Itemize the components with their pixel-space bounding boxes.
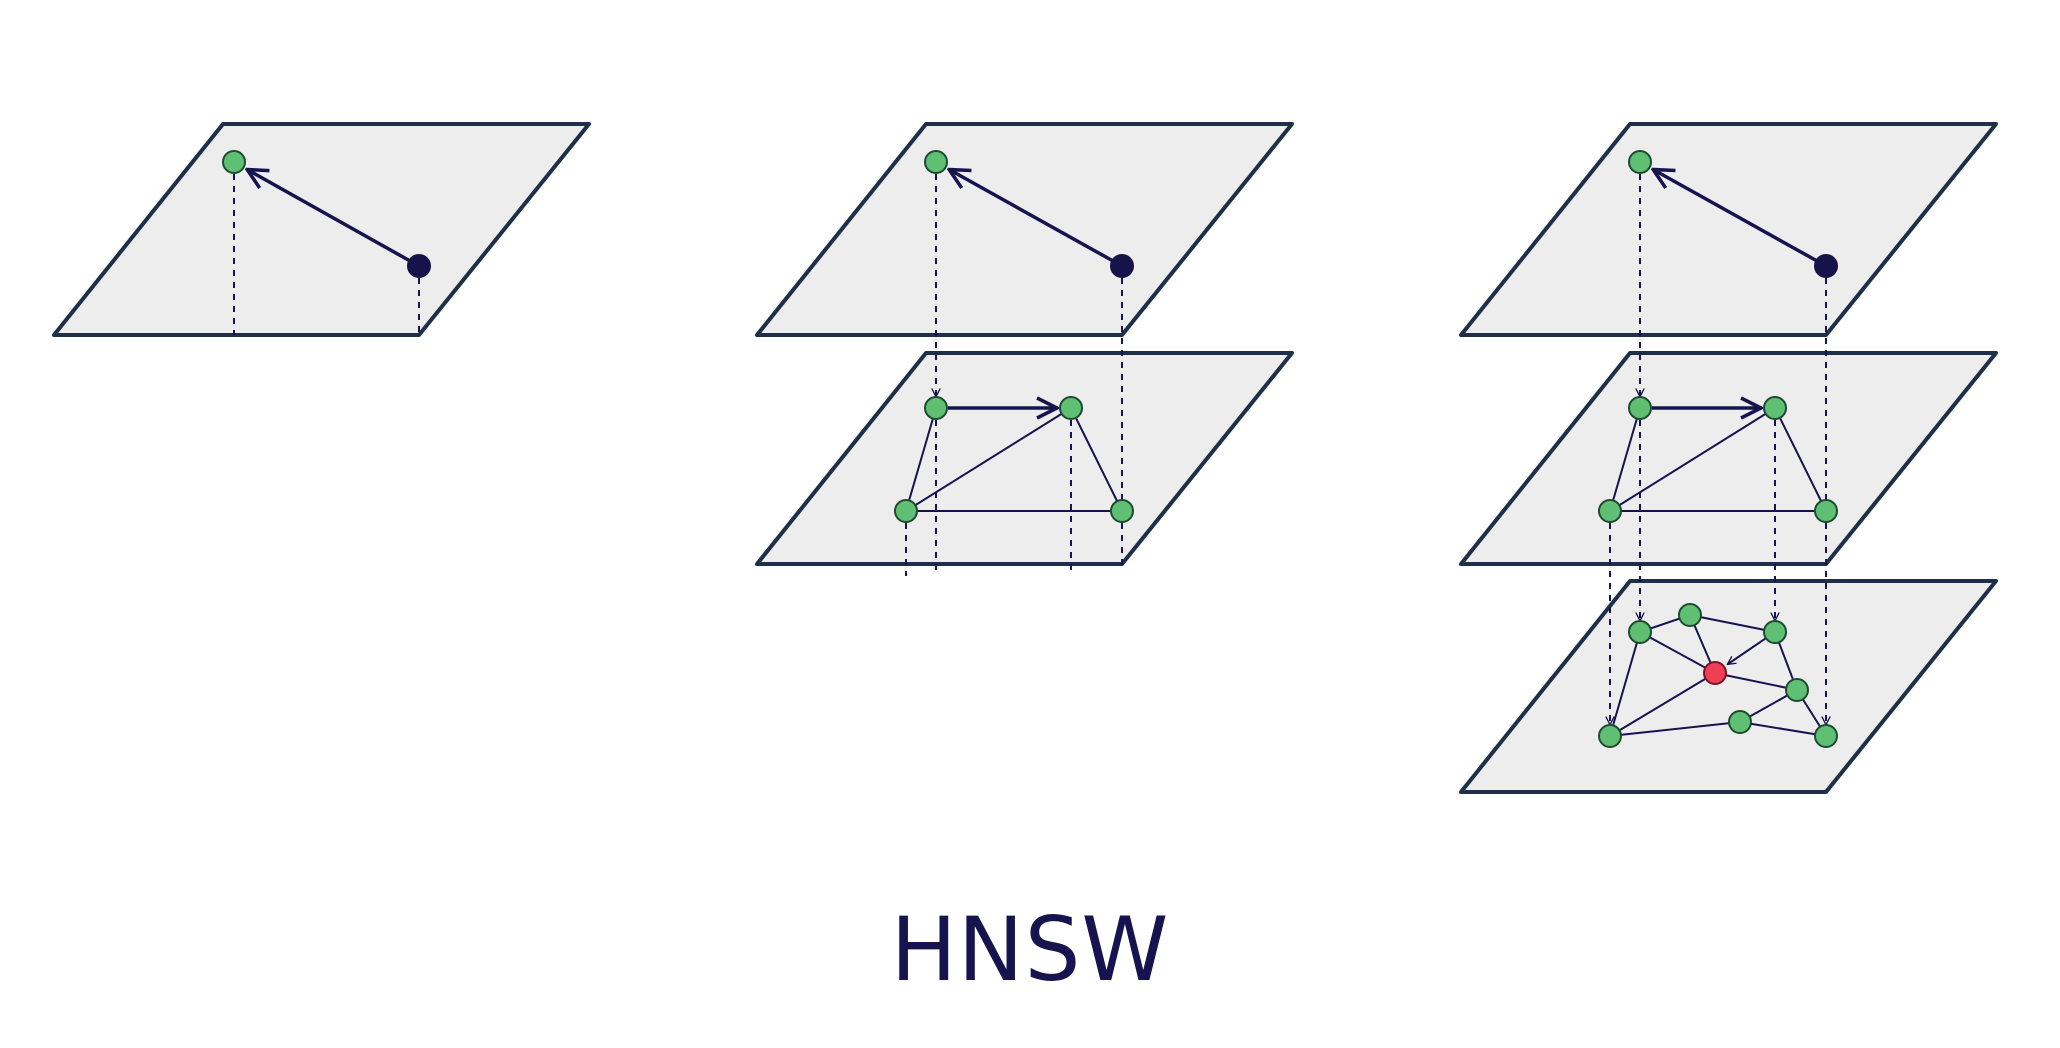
arrow-icon xyxy=(248,170,420,268)
arrow-icon xyxy=(1654,170,1827,268)
graph-node xyxy=(1110,499,1134,523)
graph-node xyxy=(1763,620,1787,644)
layer-plane-top xyxy=(755,122,1294,337)
graph-node xyxy=(1059,396,1083,420)
dashed-drop-lines xyxy=(905,408,1123,576)
graph-node xyxy=(1763,396,1787,420)
layer-plane-top xyxy=(1459,122,1998,337)
graph-node xyxy=(1814,499,1838,523)
layer-plane-middle xyxy=(755,351,1294,566)
graph-node xyxy=(1785,678,1809,702)
layer-plane-top xyxy=(52,122,591,337)
graph-edges xyxy=(905,407,1123,512)
graph-node xyxy=(1678,603,1702,627)
graph-node xyxy=(1628,396,1652,420)
graph-node xyxy=(1598,499,1622,523)
graph-node xyxy=(924,150,948,174)
graph-node xyxy=(1628,620,1652,644)
arrow-icon xyxy=(950,170,1123,268)
entry-node xyxy=(407,254,431,278)
layer-plane-bottom xyxy=(1459,579,1998,794)
layer-plane-middle xyxy=(1459,351,1998,566)
target-node xyxy=(1703,661,1727,685)
panel-1 xyxy=(52,122,591,337)
graph-node xyxy=(1598,724,1622,748)
panel-3 xyxy=(1459,122,1998,794)
graph-node xyxy=(894,499,918,523)
graph-node xyxy=(1814,724,1838,748)
graph-node xyxy=(1628,150,1652,174)
entry-node xyxy=(1814,254,1838,278)
diagram-title: HNSW xyxy=(890,898,1170,1001)
graph-node xyxy=(924,396,948,420)
graph-node xyxy=(1728,710,1752,734)
panel-2 xyxy=(755,122,1294,576)
entry-node xyxy=(1110,254,1134,278)
graph-node xyxy=(222,150,246,174)
graph-edges xyxy=(1609,407,1827,512)
